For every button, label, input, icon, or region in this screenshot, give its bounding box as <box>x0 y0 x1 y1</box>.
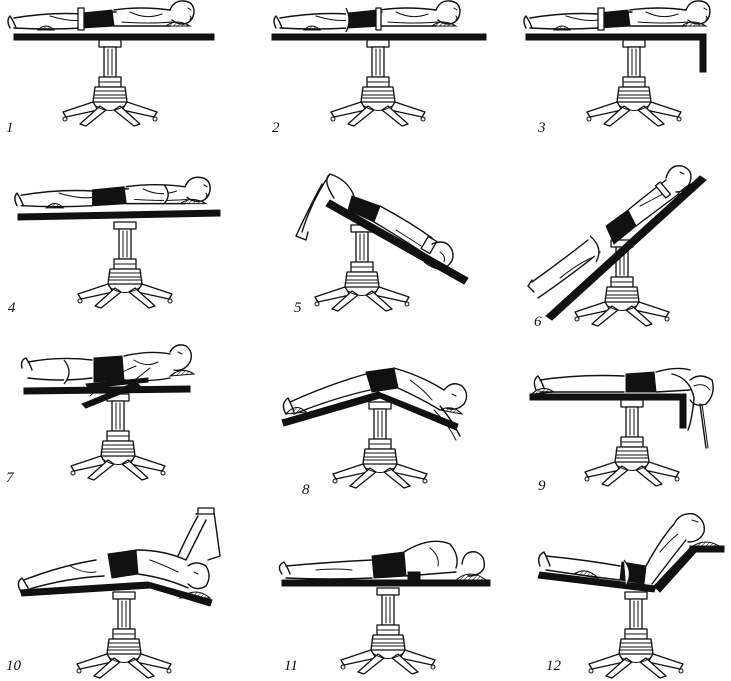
panel-2: 2 <box>271 0 487 136</box>
patient-figure-icon <box>295 173 454 270</box>
operating-table-icon <box>19 581 213 607</box>
operating-table-icon <box>537 545 725 593</box>
panel-5: 5 <box>294 173 469 316</box>
operating-table-icon <box>271 33 487 41</box>
panel-2-number: 2 <box>272 120 280 136</box>
table-pedestal-icon <box>330 39 426 127</box>
patient-figure-icon <box>7 0 195 31</box>
patient-figure-icon <box>537 513 724 587</box>
table-pedestal-icon <box>76 591 172 679</box>
panel-10: 10 <box>6 507 221 679</box>
patient-figure-icon <box>273 0 461 33</box>
patient-figure-icon <box>278 540 488 581</box>
table-pedestal-icon <box>586 39 682 127</box>
panel-4: 4 <box>8 176 221 316</box>
operating-table-icon <box>525 33 707 73</box>
table-pedestal-icon <box>340 587 436 675</box>
patient-figure-icon <box>14 176 211 209</box>
panel-12: 12 <box>537 513 725 679</box>
patient-figure-icon <box>527 165 702 299</box>
operating-table-icon <box>13 33 215 41</box>
panel-4-number: 4 <box>8 300 16 316</box>
operating-table-icon <box>281 579 491 587</box>
panel-5-number: 5 <box>294 300 302 316</box>
panel-3-number: 3 <box>537 120 546 136</box>
table-pedestal-icon <box>588 591 684 679</box>
patient-figure-icon <box>530 367 714 449</box>
panel-7-number: 7 <box>6 470 15 486</box>
panel-9: 9 <box>529 367 714 494</box>
patient-figure-icon <box>17 507 221 599</box>
table-pedestal-icon <box>332 401 428 489</box>
table-pedestal-icon <box>77 221 173 309</box>
panel-1: 1 <box>6 0 215 136</box>
panel-7: 7 <box>6 344 196 486</box>
patient-figure-icon <box>20 344 196 397</box>
panel-1-number: 1 <box>6 120 14 136</box>
panel-10-number: 10 <box>6 658 22 674</box>
panel-8: 8 <box>281 367 468 498</box>
patient-figure-icon <box>282 367 468 441</box>
operating-table-icon <box>281 391 459 431</box>
panel-11: 11 <box>278 540 491 675</box>
operating-table-icon <box>529 393 687 429</box>
panel-3: 3 <box>523 0 711 136</box>
panel-6-number: 6 <box>534 314 542 330</box>
patient-figure-icon <box>523 0 711 31</box>
panel-12-number: 12 <box>546 658 562 674</box>
table-pedestal-icon <box>62 39 158 127</box>
panel-11-number: 11 <box>284 658 298 674</box>
panel-6: 6 <box>527 165 707 330</box>
table-pedestal-icon <box>584 399 680 487</box>
panel-8-number: 8 <box>302 482 310 498</box>
operating-table-icon <box>17 209 221 221</box>
operating-table-icon <box>545 175 707 321</box>
panel-9-number: 9 <box>538 478 546 494</box>
operating-table-icon <box>23 377 191 409</box>
